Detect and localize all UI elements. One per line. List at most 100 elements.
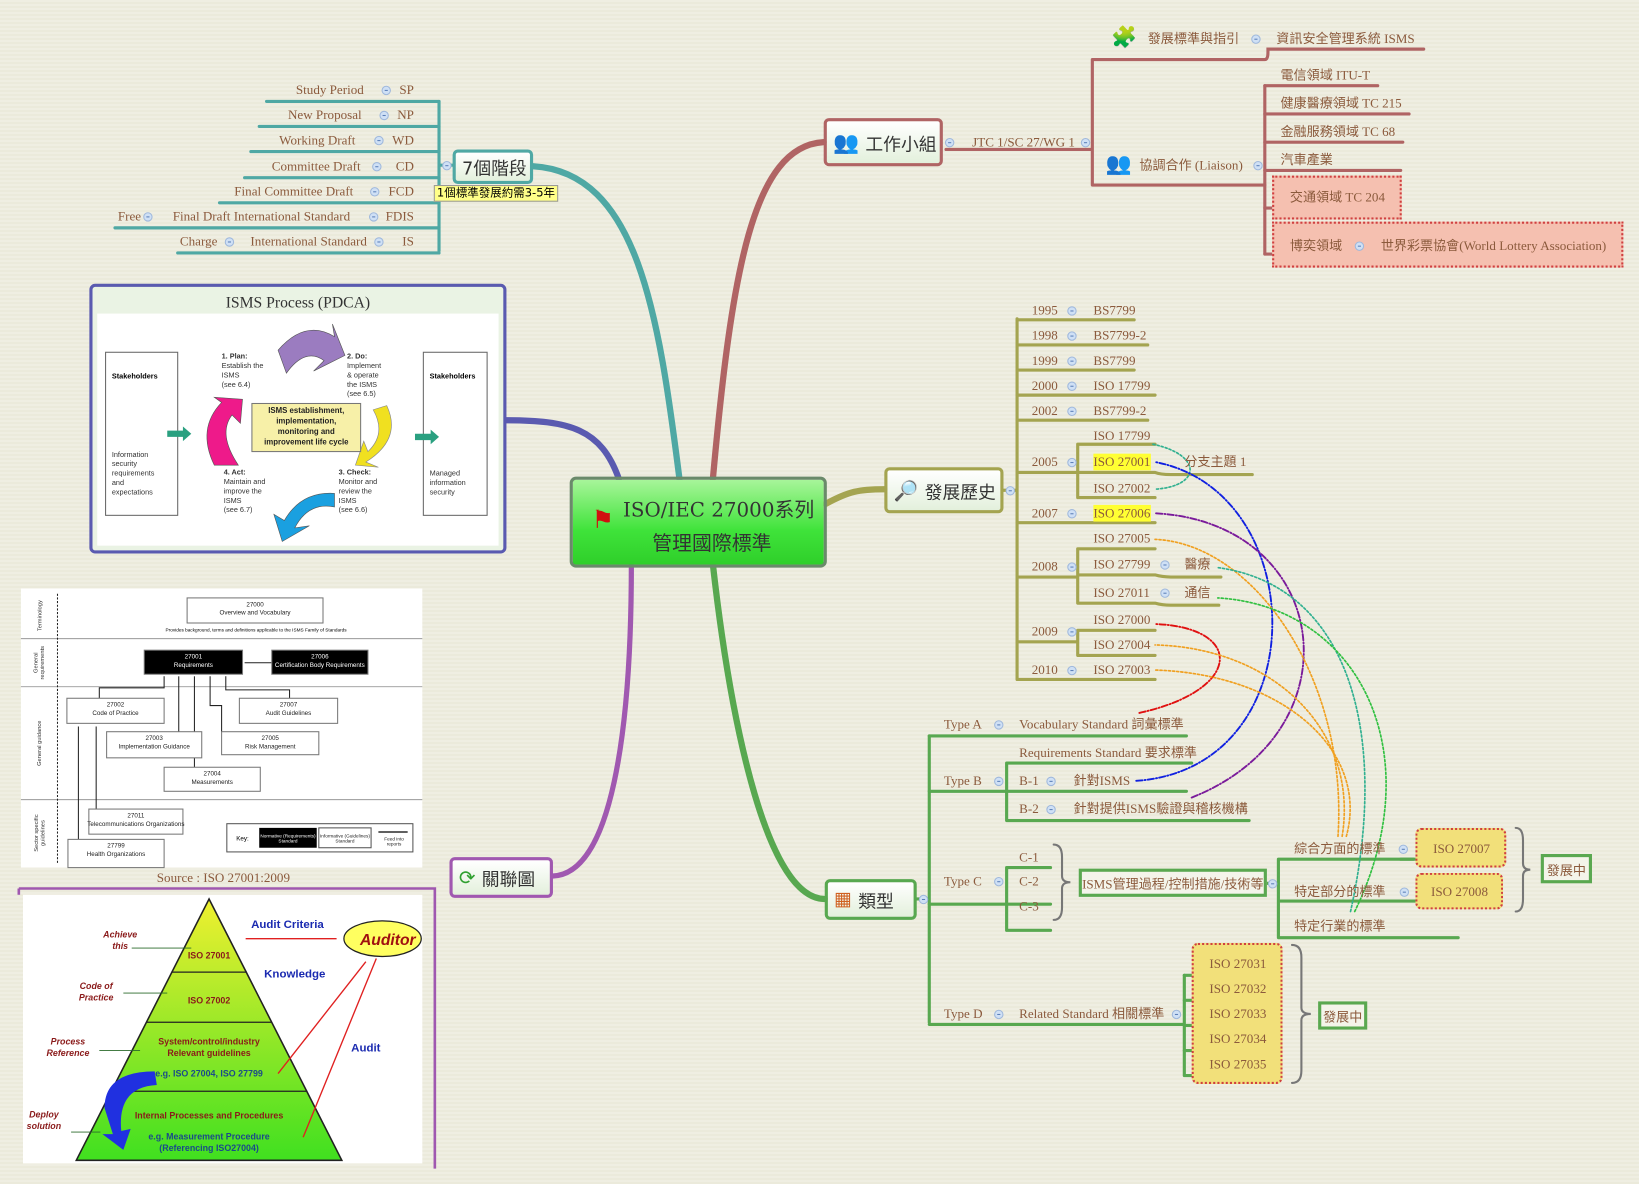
note-telecom[interactable]: 通信 (1184, 585, 1211, 601)
collapse-icon[interactable] (1160, 560, 1170, 570)
related-standard[interactable]: ISO 27032 (1209, 981, 1267, 997)
history-year[interactable]: 2009 (1031, 624, 1058, 639)
topic-workgroup[interactable]: 👥 工作小組 (823, 118, 943, 167)
type-b2-desc[interactable]: 針對提供ISMS驗證與稽核機構 (1073, 801, 1248, 817)
gaming-label[interactable]: 博奕領域 (1289, 238, 1343, 253)
collapse-icon[interactable] (370, 187, 380, 197)
collapse-icon[interactable] (1005, 486, 1015, 496)
stage-abbr[interactable]: IS (402, 234, 414, 249)
collapse-icon[interactable] (379, 110, 389, 121)
history-year[interactable]: 2000 (1031, 378, 1058, 394)
collapse-icon[interactable] (1171, 1009, 1182, 1020)
type-c1-label[interactable]: C-1 (1019, 849, 1039, 865)
stage-price[interactable]: Free (117, 209, 142, 224)
stage-abbr[interactable]: CD (395, 158, 414, 174)
dev-standards-label[interactable]: 發展標準與指引 (1147, 31, 1240, 46)
liaison-item[interactable]: 金融服務領域 TC 68 (1280, 124, 1396, 140)
collapse-icon[interactable] (1267, 879, 1278, 889)
liaison-item[interactable]: 電信領域 ITU-T (1280, 67, 1371, 83)
type-d-label[interactable]: Type D (943, 1006, 983, 1022)
type-c2-label[interactable]: C-2 (1019, 873, 1039, 889)
collapse-icon[interactable] (1354, 241, 1365, 251)
history-standard[interactable]: ISO 17799 (1093, 428, 1151, 444)
history-year[interactable]: 2002 (1031, 403, 1058, 419)
jtc-label[interactable]: JTC 1/SC 27/WG 1 (972, 134, 1075, 150)
world-lottery-label[interactable]: 世界彩票協會(World Lottery Association) (1380, 238, 1607, 253)
history-standard[interactable]: BS7799 (1093, 303, 1136, 318)
history-year[interactable]: 1999 (1031, 353, 1058, 368)
collapse-icon[interactable] (1399, 887, 1410, 897)
iso27007[interactable]: ISO 27007 (1433, 841, 1491, 857)
history-year[interactable]: 2005 (1031, 454, 1058, 470)
collapse-icon[interactable] (224, 237, 235, 247)
history-standard[interactable]: BS7799 (1093, 353, 1136, 368)
collapse-icon[interactable] (1160, 588, 1170, 598)
collapse-icon[interactable] (1398, 844, 1409, 855)
collapse-icon[interactable] (1251, 34, 1261, 44)
stage-abbr[interactable]: NP (397, 107, 414, 123)
collapse-icon[interactable] (1067, 381, 1077, 391)
branch-topic-label[interactable]: 分支主題 1 (1184, 454, 1247, 470)
collapse-icon[interactable] (442, 160, 452, 171)
history-standard[interactable]: ISO 27799 (1093, 557, 1151, 572)
central-topic[interactable]: ⚑ ISO/IEC 27000系列 管理國際標準 (569, 476, 827, 568)
type-b2-label[interactable]: B-2 (1019, 801, 1039, 817)
history-standard[interactable]: ISO 27000 (1093, 612, 1151, 628)
stage-price[interactable]: Charge (179, 234, 218, 249)
stage-name[interactable]: Final Draft International Standard (172, 209, 351, 224)
collapse-icon[interactable] (994, 776, 1004, 787)
collapse-icon[interactable] (1067, 627, 1077, 637)
history-standard[interactable]: ISO 27002 (1093, 480, 1151, 496)
collapse-icon[interactable] (1067, 457, 1077, 468)
collapse-icon[interactable] (1067, 665, 1077, 676)
stage-name[interactable]: Final Committee Draft (234, 183, 354, 199)
related-standard[interactable]: ISO 27034 (1209, 1031, 1267, 1047)
stage-abbr[interactable]: FCD (388, 183, 414, 199)
history-standard[interactable]: ISO 17799 (1093, 378, 1151, 394)
collapse-icon[interactable] (994, 877, 1004, 887)
type-a-label[interactable]: Type A (943, 717, 982, 732)
collapse-icon[interactable] (994, 1009, 1004, 1020)
collapse-icon[interactable] (1046, 804, 1056, 815)
topic-types[interactable]: ▦ 類型 (824, 879, 917, 920)
collapse-icon[interactable] (1067, 509, 1077, 519)
stage-name[interactable]: Working Draft (279, 132, 356, 148)
history-year[interactable]: 1998 (1031, 328, 1058, 343)
history-standard[interactable]: ISO 27011 (1093, 585, 1150, 601)
collapse-icon[interactable] (1080, 137, 1091, 148)
general-standard[interactable]: 綜合方面的標準 (1294, 841, 1386, 857)
collapse-icon[interactable] (1067, 406, 1077, 417)
history-standard[interactable]: ISO 27003 (1093, 662, 1151, 678)
type-c-box[interactable]: ISMS管理過程/控制措施/技術等 (1078, 868, 1267, 897)
topic-7-stages[interactable]: 7個階段 (452, 149, 534, 184)
iso27008[interactable]: ISO 27008 (1431, 884, 1489, 899)
stage-name[interactable]: Committee Draft (271, 158, 361, 174)
type-c3-label[interactable]: C-3 (1019, 898, 1039, 914)
history-standard[interactable]: ISO 27005 (1093, 531, 1151, 546)
collapse-icon[interactable] (1067, 562, 1077, 572)
type-a-desc[interactable]: Vocabulary Standard 詞彙標準 (1019, 717, 1184, 732)
history-year[interactable]: 2007 (1031, 505, 1058, 521)
stage-name[interactable]: New Proposal (287, 107, 362, 123)
type-b-desc[interactable]: Requirements Standard 要求標準 (1019, 745, 1197, 760)
industry-standard[interactable]: 特定行業的標準 (1294, 918, 1386, 934)
collapse-icon[interactable] (1067, 306, 1077, 316)
collapse-icon[interactable] (368, 212, 379, 222)
liaison-item[interactable]: 健康醫療領域 TC 215 (1280, 96, 1402, 111)
type-c-label[interactable]: Type C (943, 873, 982, 889)
collapse-icon[interactable] (1067, 356, 1077, 366)
related-standard[interactable]: ISO 27033 (1209, 1006, 1267, 1022)
related-standard[interactable]: ISO 27035 (1209, 1056, 1267, 1072)
stage-name[interactable]: Study Period (295, 82, 364, 98)
history-year[interactable]: 2010 (1031, 662, 1058, 678)
stage-abbr[interactable]: FDIS (385, 209, 414, 224)
collapse-icon[interactable] (1046, 776, 1056, 787)
stage-abbr[interactable]: SP (399, 82, 414, 98)
liaison-item[interactable]: 汽車產業 (1280, 152, 1333, 168)
collapse-icon[interactable] (374, 135, 384, 146)
related-standard[interactable]: ISO 27031 (1209, 956, 1267, 972)
note-medical[interactable]: 醫療 (1184, 557, 1211, 572)
history-standard[interactable]: ISO 27001 (1093, 453, 1151, 471)
type-b1-label[interactable]: B-1 (1019, 773, 1039, 789)
isms-label[interactable]: 資訊安全管理系統 ISMS (1276, 31, 1415, 46)
